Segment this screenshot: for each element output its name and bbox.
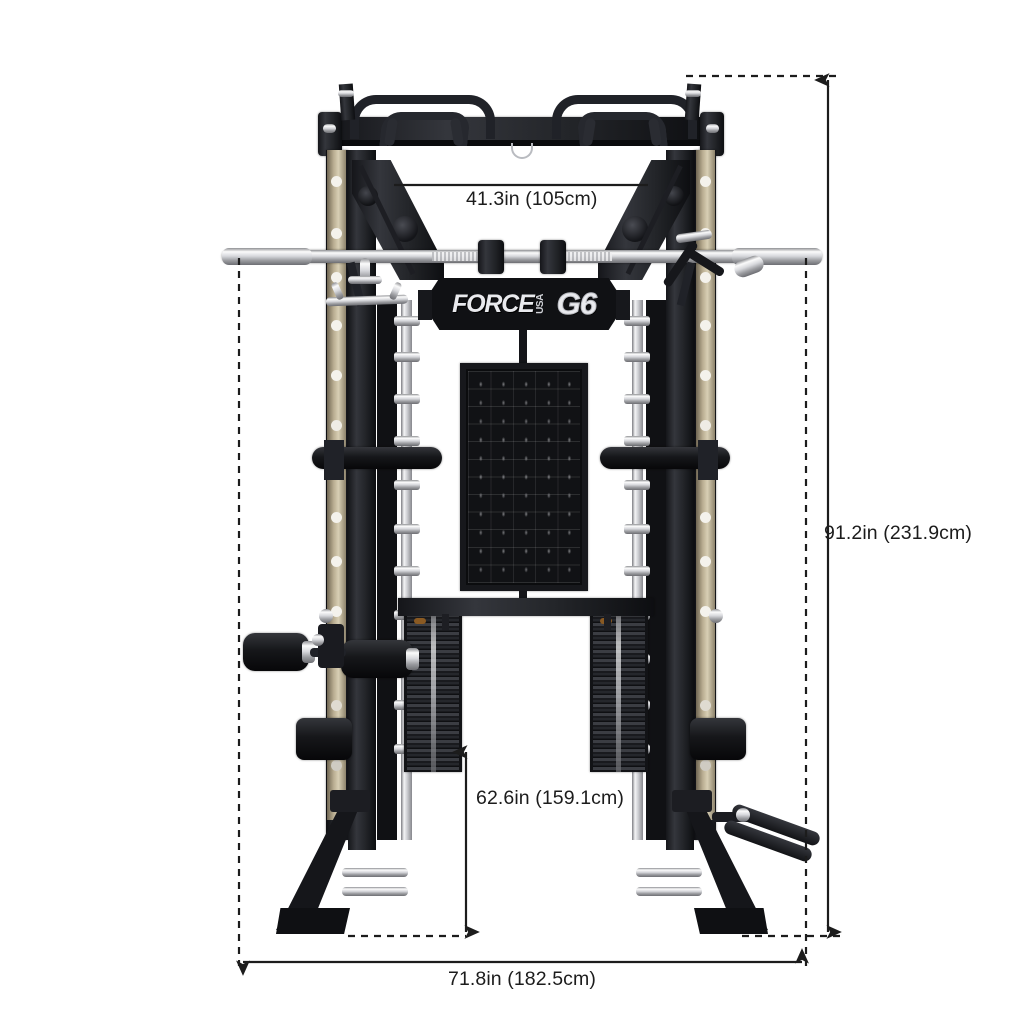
upright-right-hole-7 <box>700 512 711 523</box>
rail-stop-peg-left-7 <box>394 566 420 576</box>
adjust-knob-right <box>709 609 723 623</box>
upright-left-tertiary <box>377 300 397 840</box>
upright-left-hole-10 <box>331 700 342 711</box>
rail-stop-peg-right-1 <box>624 316 650 326</box>
roller-pad-adjust-knob <box>312 634 324 646</box>
roller-pad-outer-cap <box>302 641 315 663</box>
barbell-knurl-right <box>556 252 612 261</box>
upright-left-hole-2 <box>331 228 342 239</box>
logo-plate-bracket-left <box>418 290 432 320</box>
upright-right-hole-11 <box>700 760 711 771</box>
upright-right-adjust-strip <box>696 150 715 820</box>
brand-logo-model: G6 <box>556 286 597 322</box>
upright-right-hole-3 <box>700 272 711 283</box>
barbell-sleeve-left <box>222 248 312 265</box>
spotter-arm-bracket-left <box>324 440 344 480</box>
cable-handle-left-carabiner <box>360 258 370 284</box>
lower-crossbeam-hook-right <box>604 614 611 630</box>
roller-pad-inner-cap <box>406 648 419 670</box>
adjust-knob-left <box>319 609 333 623</box>
upright-left-hole-3 <box>331 272 342 283</box>
base-connector-right <box>672 790 712 812</box>
spotter-arm-right <box>600 447 730 469</box>
upright-left-hole-11 <box>331 760 342 771</box>
upright-right-hole-5 <box>700 370 711 381</box>
dimension-label-rack-height: 62.6in (159.1cm) <box>476 787 624 809</box>
upright-left-hole-6 <box>331 420 342 431</box>
rail-stop-peg-right-7 <box>624 566 650 576</box>
upright-right-hole-8 <box>700 556 711 567</box>
roller-pad-outer <box>243 633 309 671</box>
spotter-arm-left <box>312 447 442 469</box>
logo-plate-bracket-right <box>616 290 630 320</box>
weight-stack-left-guide-rod <box>431 612 436 772</box>
chart-hanger-rod-top <box>519 330 527 364</box>
weight-stack-right-guide-rod <box>616 612 621 772</box>
weight-horn-left-lower <box>342 887 408 896</box>
rail-stop-peg-left-1 <box>394 316 420 326</box>
upright-left-hole-9 <box>331 606 342 617</box>
weight-horn-right-upper <box>636 868 702 877</box>
upright-right-hole-10 <box>700 700 711 711</box>
exercise-chart-pictograms <box>470 374 578 580</box>
upper-post-knob-left <box>338 90 354 97</box>
barbell-carriage-right <box>540 240 566 274</box>
dimension-label-inner-width: 41.3in (105cm) <box>466 188 598 210</box>
weight-horn-right-lower <box>636 887 702 896</box>
base-foot-left <box>276 908 350 934</box>
logo-plate: FORCE USA G6 <box>430 278 618 330</box>
rail-stop-peg-right-6 <box>624 524 650 534</box>
upright-right-hole-6 <box>700 420 711 431</box>
top-bracket-pin-left <box>323 124 336 133</box>
weight-horn-left-upper <box>342 868 408 877</box>
rail-stop-peg-left-2 <box>394 352 420 362</box>
rail-stop-peg-right-2 <box>624 352 650 362</box>
upright-left-hole-7 <box>331 512 342 523</box>
upright-left-hole-1 <box>331 176 342 187</box>
selector-pin-left <box>414 618 426 624</box>
lower-crossbeam <box>398 598 654 616</box>
rail-stop-peg-left-6 <box>394 524 420 534</box>
roller-pad-mount <box>318 624 344 668</box>
spotter-arm-bracket-right <box>698 440 718 480</box>
rail-stop-peg-left-4 <box>394 436 420 446</box>
brand-logo-force: FORCE <box>452 289 535 318</box>
upright-left-hole-8 <box>331 556 342 567</box>
lower-crossbeam-hook-left <box>442 614 449 630</box>
upright-right-hole-9 <box>700 606 711 617</box>
top-bracket-left <box>318 112 342 156</box>
rail-stop-peg-right-4 <box>624 436 650 446</box>
top-bracket-right <box>700 112 724 156</box>
upright-right-hole-1 <box>700 176 711 187</box>
rail-stop-peg-right-5 <box>624 480 650 490</box>
d-ring-anchor <box>511 143 533 159</box>
rail-stop-peg-left-5 <box>394 480 420 490</box>
lower-pad-left <box>296 718 352 760</box>
dimension-label-overall-width: 71.8in (182.5cm) <box>448 968 596 990</box>
barbell-knurl-left <box>432 252 488 261</box>
barbell-carriage-left <box>478 240 504 274</box>
upright-right-tertiary <box>646 300 666 840</box>
rail-stop-peg-left-3 <box>394 394 420 404</box>
base-connector-left <box>330 790 370 812</box>
upright-right-hole-4 <box>700 320 711 331</box>
dip-handle-pivot <box>736 808 750 822</box>
base-foot-right <box>694 908 768 934</box>
top-bracket-pin-right <box>706 124 719 133</box>
lower-pad-right <box>690 718 746 760</box>
upright-left-hole-4 <box>331 320 342 331</box>
rail-stop-peg-right-3 <box>624 394 650 404</box>
smith-barbell <box>222 250 822 263</box>
roller-pad-inner <box>341 640 413 678</box>
upright-left-hole-5 <box>331 370 342 381</box>
cable-handle-left-yoke <box>348 276 382 284</box>
dimension-label-overall-height: 91.2in (231.9cm) <box>824 522 972 544</box>
upper-post-knob-right <box>685 90 701 97</box>
